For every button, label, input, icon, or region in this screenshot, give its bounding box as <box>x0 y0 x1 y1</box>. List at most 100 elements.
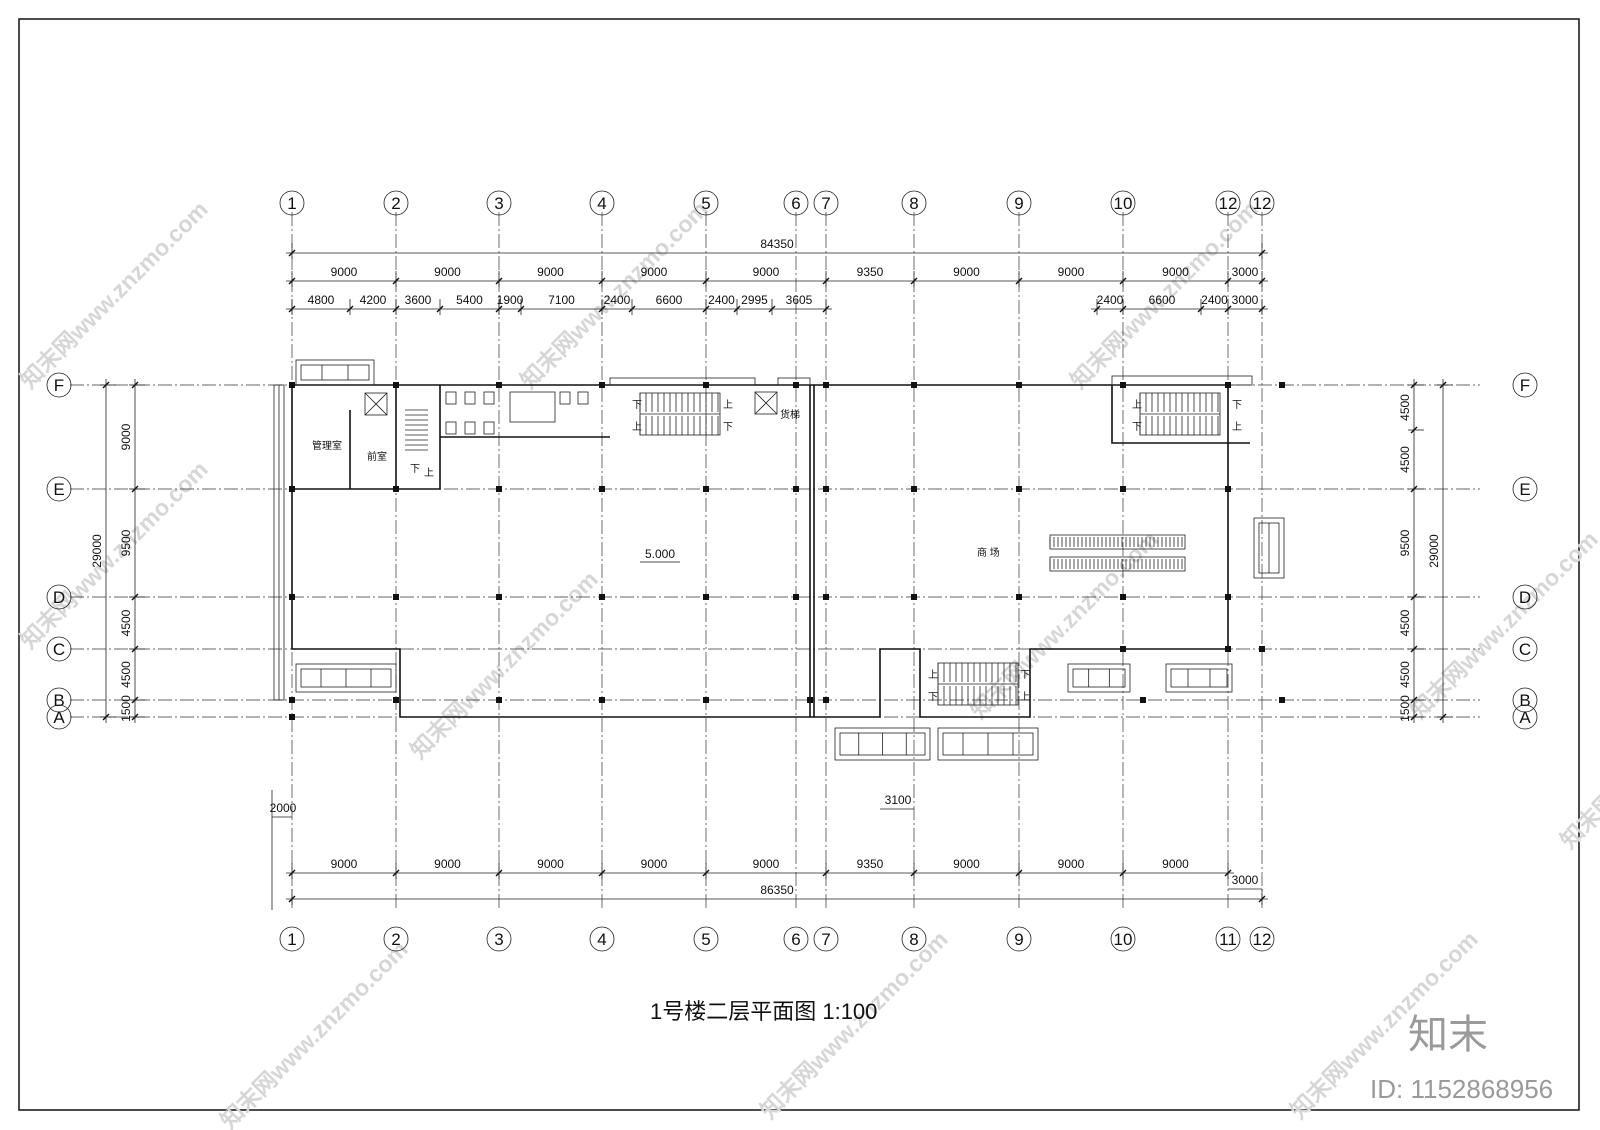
dim-bottom-bays-slash <box>822 869 830 877</box>
axis-bubble <box>1512 636 1538 662</box>
elevation-mark: 5.000 <box>645 547 675 561</box>
column <box>1279 382 1285 388</box>
axis-bubble <box>383 926 409 952</box>
dim-bottom-bays-text: 9000 <box>434 857 461 871</box>
toilet-stall <box>483 391 495 405</box>
axis-bubble-label: E <box>1519 480 1530 499</box>
dim-left-slash <box>131 713 139 721</box>
axis-bubble <box>1512 687 1538 713</box>
axis-bubble-label: 2 <box>391 930 400 949</box>
toilet-stall <box>483 421 495 435</box>
column <box>496 594 502 600</box>
axis-bubble-label: 12 <box>1253 194 1272 213</box>
column <box>289 697 295 703</box>
axis-bubble-label: 9 <box>1014 930 1023 949</box>
dim-top-bays-text: 9000 <box>1058 265 1085 279</box>
dim-2000-text: 2000 <box>270 801 297 815</box>
axis-bubble <box>813 926 839 952</box>
axis-bubble <box>279 190 305 216</box>
dim-bottom-bays-slash <box>702 869 710 877</box>
dim-top-detail-slash <box>733 305 741 313</box>
column <box>1259 646 1265 652</box>
axis-bubble <box>901 190 927 216</box>
dim-bottom-bays-slash <box>1119 869 1127 877</box>
dim-top-detail-right-text: 6600 <box>1149 293 1176 307</box>
canopy-7 <box>295 359 375 386</box>
dim-bottom-bays-text: 9000 <box>641 857 668 871</box>
elevator-shaft-left <box>364 392 388 416</box>
dim-top-detail-right-slash <box>1093 305 1101 313</box>
dim-bottom-total-slash <box>1258 895 1266 903</box>
column <box>496 486 502 492</box>
axis-bubble <box>46 584 72 610</box>
dim-top-detail-right-text: 2400 <box>1201 293 1228 307</box>
canopy-4-inner <box>1072 668 1126 688</box>
column <box>599 594 605 600</box>
axis-bubble-label: 3 <box>494 194 503 213</box>
dim-bottom-bays-text: 9000 <box>1058 857 1085 871</box>
dim-bottom-total-slash <box>288 895 296 903</box>
dim-top-detail-slash <box>702 305 710 313</box>
axis-bubble-label: 6 <box>791 930 800 949</box>
dim-top-bays-slash <box>1258 277 1266 285</box>
axis-bubble <box>1512 476 1538 502</box>
id-watermark: ID: 1152868956 <box>1370 1074 1553 1104</box>
axis-bubble-label: 9 <box>1014 194 1023 213</box>
column <box>703 594 709 600</box>
dim-right-total-text: 29000 <box>1427 534 1441 568</box>
brand-watermark: 知末 <box>1408 1013 1488 1057</box>
dim-right-slash <box>1410 696 1418 704</box>
axis-bubble-label: B <box>1519 691 1530 710</box>
column <box>599 697 605 703</box>
axis-bubble <box>1006 926 1032 952</box>
dim-top-detail-right-slash <box>1224 305 1232 313</box>
dim-top-total-slash <box>1258 249 1266 257</box>
axis-bubble-label: 8 <box>909 930 918 949</box>
watermark-text: 知末网www.znzmo.com <box>15 456 213 654</box>
watermark-text: 知末网www.znzmo.com <box>755 926 953 1124</box>
dim-top-detail-slash <box>517 305 525 313</box>
axis-bubble-label: 12 <box>1253 930 1272 949</box>
axis-bubble-label: 4 <box>597 930 606 949</box>
column <box>1279 697 1285 703</box>
stair-up-label: 上 <box>424 467 434 479</box>
stair-core-2-roof <box>1111 375 1253 386</box>
dim-top-bays-slash <box>598 277 606 285</box>
axis-bubble-label: F <box>1520 376 1530 395</box>
room-label-manage: 管理室 <box>312 439 342 452</box>
dim-top-detail-text: 3600 <box>405 293 432 307</box>
canopy-6 <box>1253 517 1285 579</box>
dim-top-bays-slash <box>1119 277 1127 285</box>
dim-right-total-slash <box>1439 381 1447 389</box>
elevator-shaft-freight <box>754 391 778 415</box>
dim-left-text: 4500 <box>119 609 133 636</box>
column <box>911 486 917 492</box>
dim-top-total-text: 84350 <box>760 237 794 251</box>
dim-top-detail-text: 7100 <box>548 293 575 307</box>
dim-bottom-total-text: 86350 <box>760 883 794 897</box>
dim-bottom-bays-slash <box>1224 869 1232 877</box>
column <box>1225 382 1231 388</box>
column <box>599 382 605 388</box>
room-label-freight: 货梯 <box>780 408 800 421</box>
axis-bubble-label: 2 <box>391 194 400 213</box>
canopy-3 <box>937 727 1039 761</box>
dim-top-detail-right-slash <box>1119 305 1127 313</box>
column <box>807 697 813 703</box>
watermark-text: 知末网www.znzmo.com <box>1555 656 1600 854</box>
dim-bottom-bays-text: 9000 <box>953 857 980 871</box>
dim-bottom-bays-slash <box>288 869 296 877</box>
washroom-sink-area <box>509 391 556 423</box>
toilet-stall <box>445 421 457 435</box>
dim-top-bays-slash <box>822 277 830 285</box>
dim-top-bays-slash <box>288 277 296 285</box>
dim-right-slash <box>1410 713 1418 721</box>
column <box>496 382 502 388</box>
dim-bottom-bays-slash <box>495 869 503 877</box>
dim-left-slash <box>131 381 139 389</box>
column <box>393 594 399 600</box>
stair-core-2-wall <box>1111 385 1250 444</box>
axis-bubble-label: 7 <box>821 930 830 949</box>
column <box>1120 646 1126 652</box>
column <box>793 382 799 388</box>
